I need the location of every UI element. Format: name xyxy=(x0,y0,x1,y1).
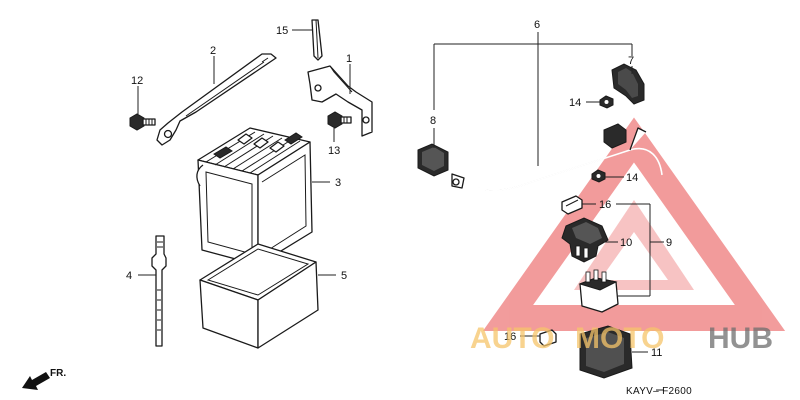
part-3-battery xyxy=(196,127,313,266)
callout-5: 5 xyxy=(341,270,347,282)
part-5-battery-case xyxy=(199,243,319,349)
part-16-fuse-upper xyxy=(561,195,583,215)
diagram-code: KAYV– F2600 xyxy=(626,386,692,397)
callout-2: 2 xyxy=(210,45,216,57)
part-16-fuse-lower xyxy=(539,329,557,347)
watermark-brand-left: AUTO xyxy=(470,322,554,355)
watermark-brand-right: HUB xyxy=(708,322,773,355)
leader-lines xyxy=(137,29,664,391)
callout-10: 10 xyxy=(620,237,632,249)
part-14-nut-lower xyxy=(591,169,606,183)
callout-9: 9 xyxy=(666,237,672,249)
part-4-breather-tube xyxy=(151,235,167,347)
watermark-logo xyxy=(482,117,786,331)
part-1-battery-stay xyxy=(307,65,373,137)
part-8-terminal-cover xyxy=(417,143,449,177)
callout-1: 1 xyxy=(346,53,352,65)
callout-6: 6 xyxy=(534,19,540,31)
front-label: FR. xyxy=(50,368,66,379)
callout-labels: 15 2 12 1 13 3 4 5 6 7 8 14 14 16 10 9 1… xyxy=(126,19,672,359)
part-14-nut-upper xyxy=(599,95,614,109)
callout-4: 4 xyxy=(126,270,132,282)
callout-7: 7 xyxy=(628,55,634,67)
callout-13: 13 xyxy=(328,145,340,157)
callout-16-lower: 16 xyxy=(504,331,516,343)
part-9-relay-switch xyxy=(578,269,619,313)
front-direction-indicator: FR. xyxy=(22,368,66,390)
part-15-pin xyxy=(311,19,323,61)
callout-3: 3 xyxy=(335,177,341,189)
part-6-wire-harness xyxy=(451,127,663,192)
callout-12: 12 xyxy=(131,75,143,87)
watermark-triangle-icon xyxy=(482,117,786,331)
part-11-relay-cover xyxy=(579,325,633,379)
harness-terminal-connector xyxy=(603,123,627,149)
callout-14-lower: 14 xyxy=(626,172,638,184)
part-10-starter-relay xyxy=(561,217,609,263)
callout-16-upper: 16 xyxy=(599,199,611,211)
callout-8: 8 xyxy=(430,115,436,127)
callout-11: 11 xyxy=(651,347,662,359)
part-2-battery-band xyxy=(156,53,277,146)
part-13-bolt xyxy=(327,111,352,129)
watermark-text: AUTO MOTO HUB xyxy=(470,322,773,355)
part-12-bolt xyxy=(129,113,156,131)
callout-14-upper: 14 xyxy=(569,97,581,109)
front-arrow-icon xyxy=(22,372,50,390)
part-7-terminal-cover xyxy=(611,63,645,105)
watermark-brand-mid: MOTO xyxy=(575,322,664,355)
callout-15: 15 xyxy=(276,25,288,37)
